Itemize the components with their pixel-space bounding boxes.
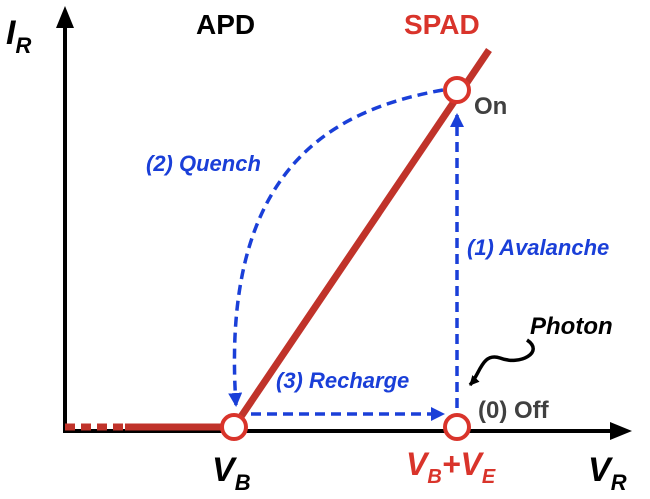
photon-label: Photon <box>530 313 613 340</box>
x-axis-label: VR <box>588 451 627 495</box>
iv-curve <box>65 48 492 431</box>
state-transitions <box>228 88 464 424</box>
avalanche-label: (1) Avalanche <box>467 235 609 260</box>
vb-point-marker <box>220 413 248 441</box>
off-label: (0) Off <box>478 397 550 424</box>
photon-arrow <box>468 338 535 387</box>
recharge-label: (3) Recharge <box>276 368 409 393</box>
y-axis-label: IR <box>6 14 31 58</box>
apd-label: APD <box>196 9 255 40</box>
vb-label: VB <box>212 451 251 495</box>
curve-breakdown-segment <box>231 48 492 429</box>
on-label: On <box>474 93 507 120</box>
y-axis-arrowhead <box>56 6 74 28</box>
off-state-marker <box>443 413 471 441</box>
spad-label: SPAD <box>404 9 480 40</box>
x-axis-arrowhead <box>610 422 632 440</box>
on-state-marker <box>443 76 471 104</box>
labels: IR APD SPAD On (2) Quench (1) Avalanche … <box>6 9 627 495</box>
state-markers <box>220 76 471 441</box>
vb-plus-ve-label: VB+VE <box>406 446 496 488</box>
quench-label: (2) Quench <box>146 151 261 176</box>
axes <box>56 6 632 440</box>
quench-arrow <box>228 88 444 407</box>
